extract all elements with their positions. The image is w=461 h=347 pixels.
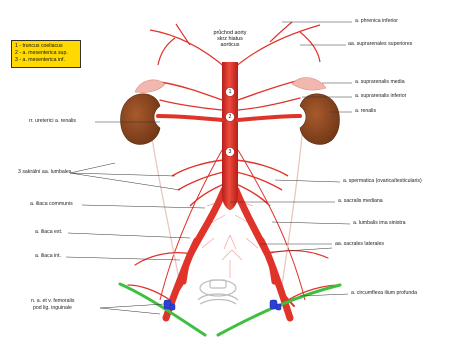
label-suprarenalis-inferior: a. suprarenalis inferior [355,94,406,99]
aortic-hiatus-caption: průchod aorty skrz hiatus aorticus [200,30,260,49]
femoral-vessels [164,300,281,310]
label-circumflexa: a. circumflexa ilium profunda [351,291,417,296]
label-lumbalis-ima: a. lumbalis ima sinistra [353,221,405,226]
label-lumbales: 3 sakrální aa. lumbales [18,170,71,175]
legend-item-3: 3 - a. mesenterica inf. [15,57,77,64]
number-1: 1 [229,89,232,95]
legend-item-1: 1 - truncus coeliacus [15,43,77,50]
label-renalis: a. renalis [355,109,376,114]
label-ureterici: rr. ureterici a. renalis [29,119,76,124]
label-iliaca-ext: a. iliaca ext. [35,230,62,235]
label-sacrales-laterales: aa. sacrales laterales [335,242,384,247]
label-femoralis-line-1: n. a. et v. femoralis [31,299,74,304]
label-iliaca-communis: a. iliaca communis [30,202,73,207]
legend-box: 1 - truncus coeliacus 2 - a. mesenterica… [11,40,81,68]
aorta [222,62,238,210]
label-spermatica: a. spermatica (ovarica/testicularis) [343,179,422,184]
label-phrenica-inferior: a. phrenica inferior [355,19,398,24]
label-iliaca-int: a. iliaca int. [35,254,61,259]
number-3: 3 [229,149,232,155]
number-2: 2 [229,114,232,120]
legend-item-2: 2 - a. mesenterica sup. [15,50,77,57]
leader-lines [66,22,352,314]
label-femoralis-line-2: pod lig. inguinale [33,306,72,311]
label-suprarenales-superiores: aa. suprarenales superiores [348,42,412,47]
label-sacralis-mediana: a. sacralis mediana [338,199,383,204]
label-suprarenalis-media: a. suprarenalis media [355,80,405,85]
caption-line-3: aorticus [200,42,260,48]
pelvis-bone [198,280,238,304]
